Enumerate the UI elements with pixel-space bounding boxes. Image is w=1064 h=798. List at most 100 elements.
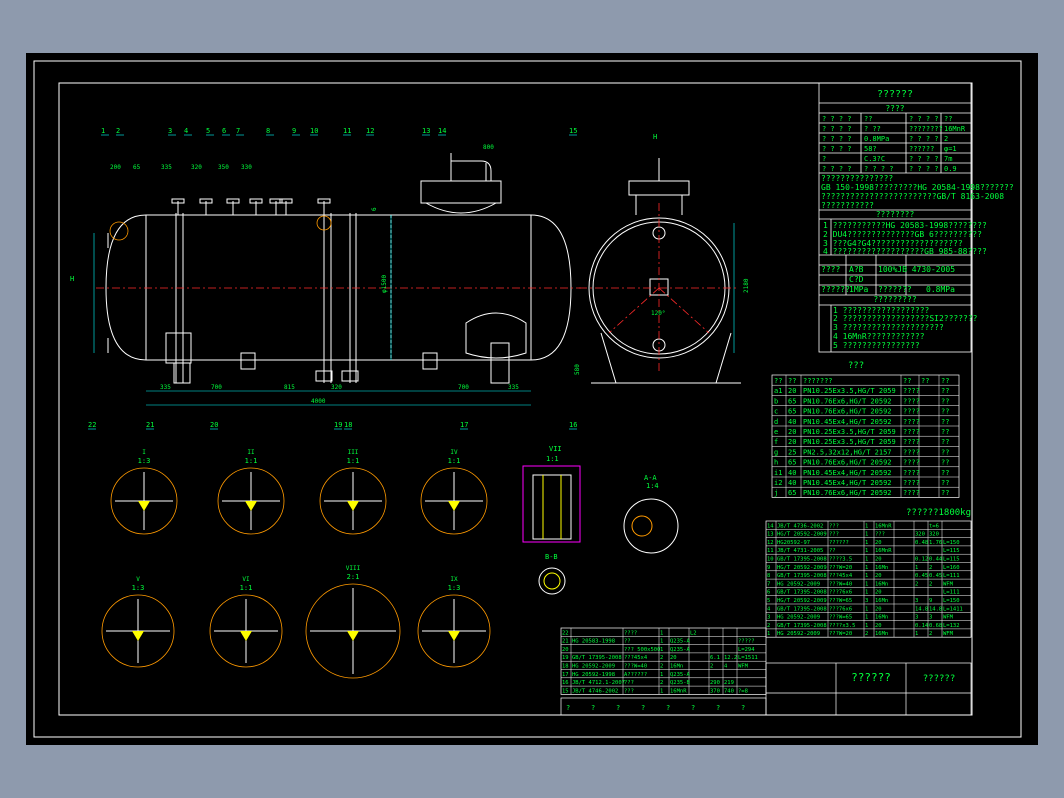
bom-cell: 20 xyxy=(670,655,677,661)
bom-cell: GB/T 17395-2008 xyxy=(777,623,827,629)
detail-label: IV xyxy=(450,449,458,456)
bom-cell: 16Mn xyxy=(875,565,888,571)
bom-cell: 1 xyxy=(865,557,868,563)
tb-cell: 58? xyxy=(864,145,877,153)
tb-cell: ? xyxy=(822,155,826,163)
bom-cell: 18 xyxy=(562,664,569,670)
bom-cell: 1 xyxy=(865,615,868,621)
test-row-2-d: 0.8MPa xyxy=(926,285,955,294)
nozzle-cell: ?? xyxy=(941,397,949,405)
callout-22: 22 xyxy=(88,421,96,429)
nozzle-cell: ?? xyxy=(941,438,949,446)
bom-header-cell: ? xyxy=(616,704,620,712)
callout-3: 3 xyxy=(168,127,172,135)
dim-4000: 4000 xyxy=(311,398,326,405)
std-line-1: GB 150-1998?????????HG 20584-1998??????? xyxy=(821,183,1014,192)
bom-cell: HG 20592-2009 xyxy=(572,664,615,670)
test-row-1-b: C?D xyxy=(849,275,864,284)
weld-fill xyxy=(132,631,144,641)
nozzle-cell: ?? xyxy=(941,479,949,487)
nozzle-cell: ???? xyxy=(903,489,920,497)
detail-label: IX xyxy=(450,576,458,583)
bom-cell: ???45x4 xyxy=(829,573,853,579)
bom-cell: WFM xyxy=(738,664,749,670)
bom-cell: 6 xyxy=(767,590,770,596)
bom-cell: 2 xyxy=(929,631,932,637)
section-aa-scale: 1:4 xyxy=(646,482,659,490)
bom-cell: 1 xyxy=(865,532,868,538)
callout-7: 7 xyxy=(236,127,240,135)
nozzle-dn: 40 xyxy=(788,418,796,426)
angle-120: 120° xyxy=(651,310,665,317)
bom-cell: HG/T 20592-2009 xyxy=(777,565,827,571)
detail-scale: 1:3 xyxy=(448,584,461,592)
dim-h-label: H xyxy=(70,275,74,283)
nozzle-std: PN10.76Ex6,HG/T 20592 xyxy=(803,408,892,416)
bom-cell: 0.48 xyxy=(915,540,928,546)
bom-cell: 1 xyxy=(660,672,663,678)
detail-label: III xyxy=(348,449,359,456)
test-row-2-a: ?????? xyxy=(821,285,850,294)
detail-scale: 1:1 xyxy=(347,457,360,465)
detail-label: VI xyxy=(242,576,250,583)
nozzle-cell: ???? xyxy=(903,428,920,436)
bom-cell: 11 xyxy=(767,548,774,554)
drawing-canvas: ?????? ???? ? ? ? ??? ? ? ? ???? ? ? ?? ?… xyxy=(26,53,1038,745)
dimension-lines xyxy=(93,215,735,406)
nozzle-id: f xyxy=(774,438,778,446)
tb-cell: ?? xyxy=(944,115,952,123)
bom-cell: GB/T 17395-2008 xyxy=(777,557,827,563)
nozzle-id: i2 xyxy=(774,479,782,487)
nozzle-dn: 20 xyxy=(788,387,796,395)
bom-cell: WFM xyxy=(943,615,954,621)
nozzle-id: j xyxy=(774,489,778,497)
callout-11: 11 xyxy=(343,127,351,135)
vessel-side-view xyxy=(588,158,741,384)
nozzle-table-caption: ??? xyxy=(848,361,864,371)
nozzle-dn: 40 xyxy=(788,479,796,487)
tb-cell: ? ? ? ? xyxy=(909,135,939,143)
nozzle-flange xyxy=(279,198,293,204)
bom-cell: 5 xyxy=(767,598,770,604)
callout-20: 20 xyxy=(210,421,218,429)
bom-cell: 16Mn xyxy=(670,664,683,670)
bom-cell: GB/T 17395-2008 xyxy=(572,655,622,661)
bom-cell: ?=8 xyxy=(738,688,748,694)
bom-cell: 21 xyxy=(562,639,569,645)
bom-cell: 10 xyxy=(767,557,774,563)
tb-cell: φ=1 xyxy=(944,145,957,153)
std-line-2: ????????????????????????GB/T 8163-2008 xyxy=(821,192,1004,201)
bom-cell: JB/T 4712.1-2007 xyxy=(572,680,625,686)
nozzle-std: PN10.45Ex4,HG/T 20592 xyxy=(803,469,892,477)
bom-cell: 2 xyxy=(915,581,918,587)
title-block-subheader: ???? xyxy=(885,104,904,113)
test-row-0-b: A?B xyxy=(849,265,864,274)
bom-cell: 17 xyxy=(562,672,569,678)
title-block-rows: ? ? ? ???? ? ? ???? ? ? ?? ??????????16M… xyxy=(822,115,966,173)
weld-fill xyxy=(347,631,359,641)
nozzle-cell: ?? xyxy=(941,428,949,436)
detail-circle xyxy=(101,594,175,668)
bom-cell: 1 xyxy=(865,523,868,529)
bom-cell: 9 xyxy=(767,565,770,571)
nozzle-flange xyxy=(249,198,263,204)
tb-cell: ?????? xyxy=(909,145,934,153)
bom-cell: L=115 xyxy=(943,548,960,554)
tb-cell: 0.9 xyxy=(944,165,957,173)
bom-cell: 2 xyxy=(660,680,663,686)
bom-cell: JB/T 4746-2002 xyxy=(572,688,618,694)
bom-cell: A?????? xyxy=(624,672,647,678)
callout-9: 9 xyxy=(292,127,296,135)
tb-cell: ? ? ? ? xyxy=(822,165,852,173)
bom-cell: 3 xyxy=(915,615,918,621)
weld-fill xyxy=(245,501,257,511)
nozzle-id: d xyxy=(774,418,778,426)
bottom-legs xyxy=(240,352,438,382)
vessel-weight: ??????1800kg xyxy=(906,508,971,518)
bom-cell: 20 xyxy=(875,623,882,629)
dim-335c: 335 xyxy=(160,384,171,391)
bom-cell: 1 xyxy=(915,631,918,637)
nozzle-dn: 65 xyxy=(788,459,796,467)
detail-circle xyxy=(110,467,178,535)
